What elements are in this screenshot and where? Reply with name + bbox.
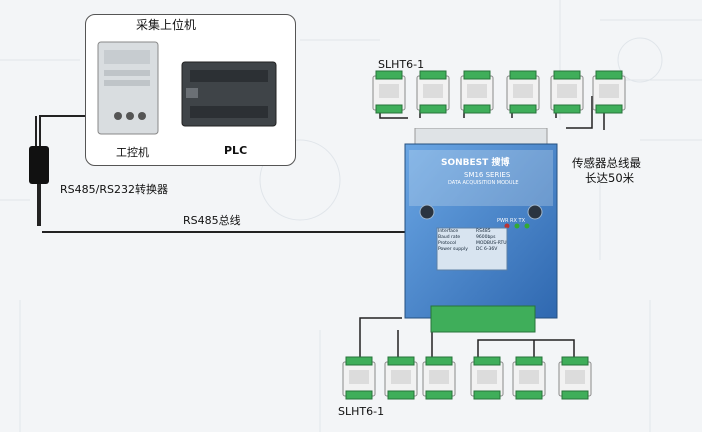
sensor-top-3 xyxy=(460,70,494,114)
module-brand: SONBEST 搜博 xyxy=(441,158,510,168)
spec-key: Protocol xyxy=(438,241,457,246)
distance-note-line1: 传感器总线最 xyxy=(572,156,641,170)
spec-key: Baud rate xyxy=(438,235,461,240)
sensor-bottom-2 xyxy=(384,356,418,400)
bus-wires xyxy=(35,115,412,233)
sensor-top-2 xyxy=(416,70,450,114)
module-leds: PWR RX TX xyxy=(497,218,525,224)
spec-value: RS485 xyxy=(476,229,491,234)
sensor-bottom-1 xyxy=(342,356,376,400)
spec-row: Baud rate 9600bps xyxy=(438,235,508,241)
sensor-bottom-3 xyxy=(422,356,456,400)
plc-image xyxy=(181,61,277,127)
sensor-bottom-4 xyxy=(470,356,504,400)
sensor-top-1 xyxy=(372,70,406,114)
bottom-sensor-wires xyxy=(359,317,575,358)
sensor-top-5 xyxy=(550,70,584,114)
spec-value: 9600bps xyxy=(476,235,496,240)
converter-label: RS485/RS232转换器 xyxy=(60,183,168,196)
rs485-rs232-converter xyxy=(29,146,49,184)
spec-key: Interface xyxy=(438,229,459,234)
spec-key: Power supply xyxy=(438,247,468,252)
bottom-sensor-label: SLHT6-1 xyxy=(338,405,385,418)
industrial-pc-image xyxy=(97,41,159,135)
spec-row: Power supply DC 6-36V xyxy=(438,247,508,253)
spec-value: MODBUS-RTU xyxy=(476,241,507,246)
sensor-bottom-6 xyxy=(558,356,592,400)
spec-row: Interface RS485 xyxy=(438,229,508,235)
bus-label: RS485总线 xyxy=(183,214,241,227)
plc-label: PLC xyxy=(224,144,248,157)
sensor-bottom-5 xyxy=(512,356,546,400)
sensor-top-6 xyxy=(592,70,626,114)
data-acquisition-module xyxy=(404,128,558,333)
host-title: 采集上位机 xyxy=(136,18,197,32)
spec-row: Protocol MODBUS-RTU xyxy=(438,241,508,247)
ipc-label: 工控机 xyxy=(116,146,149,159)
module-series: SM16 SERIES xyxy=(464,171,511,179)
top-sensor-label: SLHT6-1 xyxy=(378,58,425,71)
sensor-top-4 xyxy=(506,70,540,114)
distance-note-line2: 长达50米 xyxy=(585,171,635,185)
module-subtitle: DATA ACQUISITION MODULE xyxy=(448,180,519,186)
spec-value: DC 6-36V xyxy=(476,247,498,252)
